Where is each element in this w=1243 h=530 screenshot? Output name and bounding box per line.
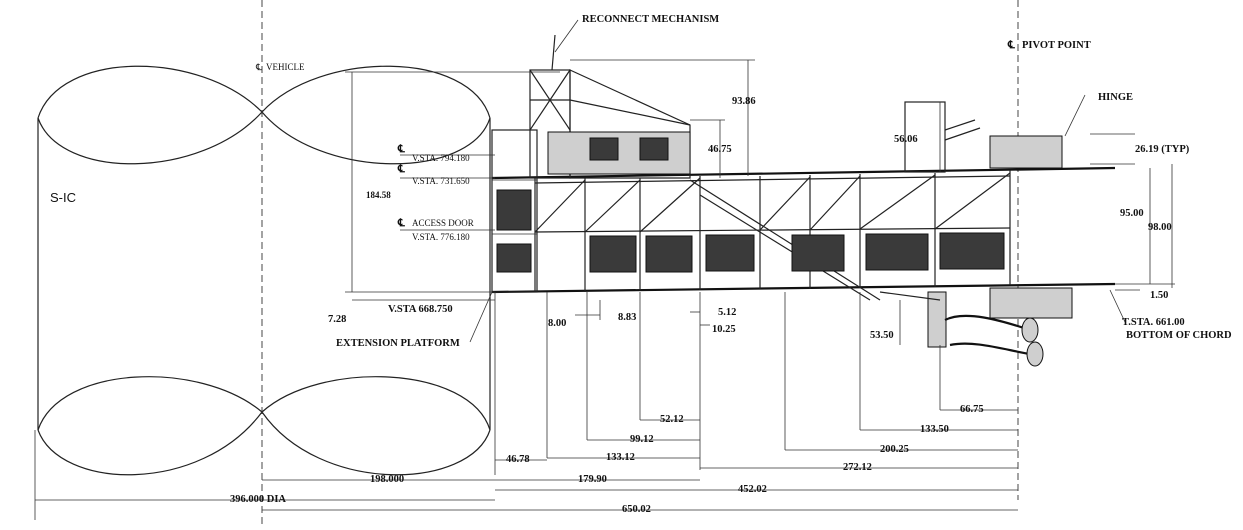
dim-98-00: 98.00 — [1148, 222, 1172, 233]
vehicle-cl: ℄ — [255, 62, 262, 72]
access-door-cl: ℄ — [397, 217, 406, 229]
dim-184-58: 184.58 — [366, 190, 391, 200]
pivot-point-cl: ℄ — [1007, 39, 1016, 51]
extension-platform — [491, 129, 538, 293]
vsta-731-cl: ℄ — [397, 163, 406, 175]
vsta-794-cl: ℄ — [397, 143, 406, 155]
dim-8-00: 8.00 — [548, 318, 566, 329]
dim-7-28: 7.28 — [328, 314, 346, 325]
access-door-label: ACCESS DOOR — [412, 218, 474, 228]
dim-26-19: 26.19 (TYP) — [1135, 144, 1190, 155]
swing-arm-truss — [491, 166, 1116, 301]
dim-272-12: 272.12 — [843, 462, 872, 473]
dim-650-02: 650.02 — [622, 504, 651, 515]
dim-52-12: 52.12 — [660, 414, 684, 425]
sic-vehicle-outline — [37, 65, 491, 476]
sic-label: S-IC — [50, 190, 76, 205]
labels: RECONNECT MECHANISM ℄ PIVOT POINT ℄ VEHI… — [50, 14, 1232, 515]
dim-66-75: 66.75 — [960, 404, 984, 415]
dim-5-12: 5.12 — [718, 307, 736, 318]
dim-46-78: 46.78 — [506, 454, 530, 465]
hinge-assembly — [879, 101, 1073, 367]
dim-1-50: 1.50 — [1150, 290, 1168, 301]
dim-53-50: 53.50 — [870, 330, 894, 341]
dim-200-25: 200.25 — [880, 444, 909, 455]
vsta-731-label: V.STA. 731.650 — [412, 176, 470, 186]
vehicle-label: VEHICLE — [266, 62, 305, 72]
tsta-label: T.STA. 661.00 — [1122, 317, 1185, 328]
dim-10-25: 10.25 — [712, 324, 736, 335]
vsta-668-label: V.STA 668.750 — [388, 304, 453, 315]
bottom-chord-label: BOTTOM OF CHORD — [1126, 330, 1232, 341]
reconnect-mechanism — [529, 34, 691, 179]
extension-platform-label: EXTENSION PLATFORM — [336, 338, 460, 349]
pivot-point-label: PIVOT POINT — [1022, 40, 1091, 51]
vsta-794-label: V.STA. 794.180 — [412, 153, 470, 163]
dim-46-75: 46.75 — [708, 144, 732, 155]
dim-396-dia: 396.000 DIA — [230, 494, 286, 505]
dim-95-00: 95.00 — [1120, 208, 1144, 219]
dim-133-12: 133.12 — [606, 452, 635, 463]
dim-198-000: 198.000 — [370, 474, 404, 485]
dimension-lines — [34, 19, 1175, 520]
dim-133-50: 133.50 — [920, 424, 949, 435]
dim-56-06: 56.06 — [894, 134, 918, 145]
dim-99-12: 99.12 — [630, 434, 654, 445]
hinge-label: HINGE — [1098, 92, 1133, 103]
dim-179-90: 179.90 — [578, 474, 607, 485]
vsta-776-label: V.STA. 776.180 — [412, 232, 470, 242]
dim-8-83: 8.83 — [618, 312, 636, 323]
dim-452-02: 452.02 — [738, 484, 767, 495]
dim-93-86: 93.86 — [732, 96, 756, 107]
reconnect-mechanism-label: RECONNECT MECHANISM — [582, 14, 719, 25]
